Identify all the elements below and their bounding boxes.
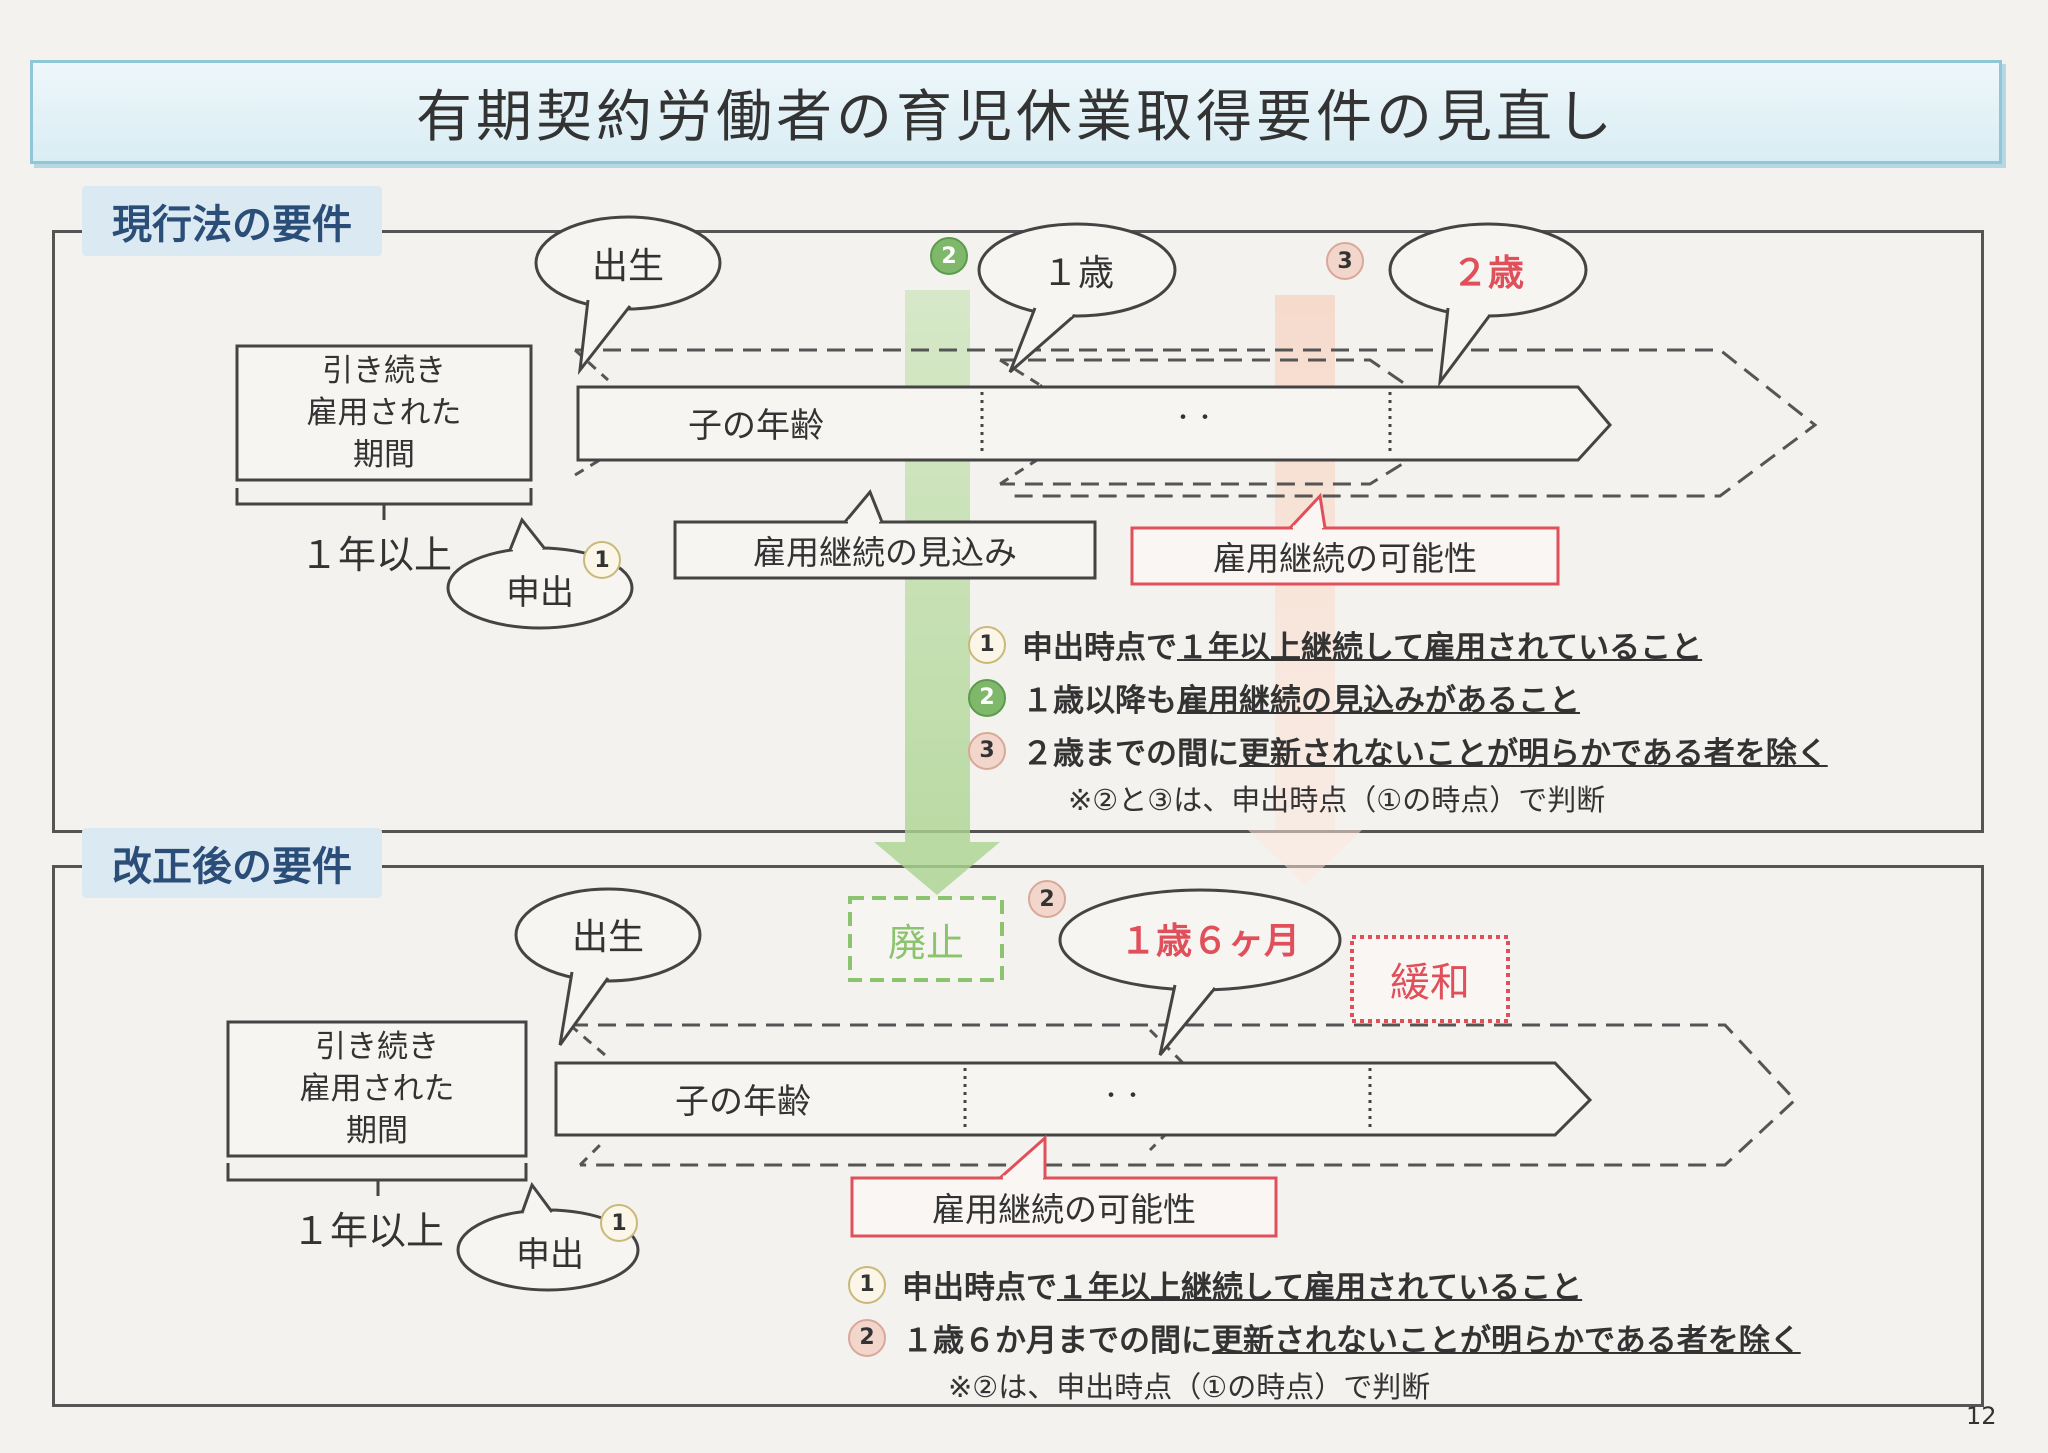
current-note-sub: ※②と③は、申出時点（①の時点）で判断 <box>1068 783 1606 817</box>
current-notes: 1 申出時点で１年以上継続して雇用されていること 2 １歳以降も雇用継続の見込み… <box>968 622 1828 819</box>
relaxed-text: 緩和 <box>1390 960 1470 1006</box>
current-note-1: 1 申出時点で１年以上継続して雇用されていること <box>968 622 1828 667</box>
abolished-text: 廃止 <box>887 920 964 965</box>
current-one-year-plus: １年以上 <box>300 533 453 577</box>
page-title: 有期契約労働者の育児休業取得要件の見直し <box>416 84 1616 150</box>
revised-application-text: 申出 <box>516 1234 584 1275</box>
revised-notes: 1 申出時点で１年以上継続して雇用されていること 2 １歳６か月までの間に更新さ… <box>848 1262 1801 1406</box>
revised-possibility-text: 雇用継続の可能性 <box>932 1190 1196 1229</box>
current-outlook-text: 雇用継続の見込み <box>753 533 1017 572</box>
current-child-age-arrow <box>576 385 1612 462</box>
revised-possibility-box <box>850 1176 1278 1238</box>
current-one-year-text: １歳 <box>1041 253 1114 294</box>
revised-birth-text: 出生 <box>571 917 644 958</box>
revised-badge-1: 1 <box>600 1204 638 1242</box>
relaxed-box <box>1350 935 1510 1023</box>
current-badge-3: 3 <box>1326 242 1364 280</box>
revised-birth-bubble <box>514 887 702 983</box>
note-badge: 2 <box>848 1318 886 1357</box>
current-note-2: 2 １歳以降も雇用継続の見込みがあること <box>968 675 1828 720</box>
revised-note-1: 1 申出時点で１年以上継続して雇用されていること <box>848 1262 1801 1307</box>
current-employment-label: 引き続き 雇用された 期間 <box>306 353 462 473</box>
title-banner <box>30 60 2002 164</box>
revised-brace <box>226 1163 528 1182</box>
revised-child-age-arrow <box>554 1061 1593 1137</box>
current-outlook-box <box>673 520 1097 580</box>
revised-dashed-outer-arrow <box>570 1023 1798 1167</box>
current-possibility-text: 雇用継続の可能性 <box>1213 539 1477 578</box>
revised-dots: ・・ <box>1100 1084 1145 1109</box>
current-one-year-bubble <box>977 222 1177 318</box>
note-badge: 1 <box>968 625 1006 664</box>
abolished-box <box>848 896 1004 982</box>
current-note-3: 3 ２歳までの間に更新されないことが明らかである者を除く <box>968 728 1828 773</box>
current-dashed-outer-arrow <box>575 348 1818 498</box>
note-badge: 2 <box>968 678 1006 717</box>
revised-employment-box <box>226 1020 528 1158</box>
current-section-frame <box>52 230 1984 833</box>
current-application-text: 申出 <box>506 572 574 613</box>
current-child-age-label: 子の年齢 <box>688 406 824 446</box>
revised-age-text: １歳６ヶ月 <box>1119 921 1300 962</box>
current-badge-1: 1 <box>583 541 621 579</box>
current-badge-2: 2 <box>930 237 968 275</box>
revised-badge-2: 2 <box>1028 880 1066 918</box>
revised-note-sub: ※②は、申出時点（①の時点）で判断 <box>948 1370 1431 1404</box>
current-section-label: 現行法の要件 <box>82 186 382 256</box>
page-number: 12 <box>1966 1402 1997 1430</box>
current-birth-text: 出生 <box>591 246 664 287</box>
current-two-year-text: ２歳 <box>1451 253 1524 294</box>
revised-employment-label: 引き続き 雇用された 期間 <box>299 1029 455 1149</box>
revised-one-year-plus: １年以上 <box>292 1209 445 1253</box>
note-badge: 1 <box>848 1265 886 1304</box>
revised-note-2: 2 １歳６か月までの間に更新されないことが明らかである者を除く <box>848 1315 1801 1360</box>
current-possibility-box <box>1130 526 1560 586</box>
note-badge: 3 <box>968 731 1006 770</box>
revised-child-age-label: 子の年齢 <box>675 1082 811 1122</box>
current-dots: ・・ <box>1172 406 1217 431</box>
current-brace <box>235 488 533 506</box>
revised-section-label: 改正後の要件 <box>82 828 382 898</box>
current-employment-box <box>235 344 533 482</box>
revised-section-frame <box>52 865 1984 1407</box>
